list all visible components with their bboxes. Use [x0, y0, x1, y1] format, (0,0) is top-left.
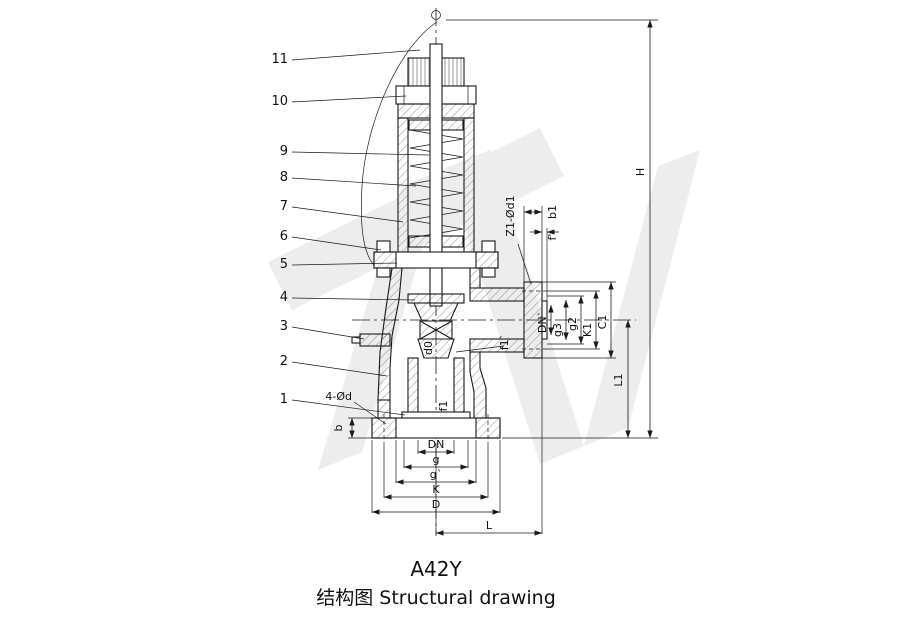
dim-h: H: [634, 168, 647, 176]
dim-f-prime: f': [546, 234, 559, 241]
part-label-5: 5: [280, 257, 288, 272]
disc: [413, 302, 459, 322]
dim-dn: DN: [428, 438, 445, 451]
outlet-wall-bottom: [469, 338, 525, 353]
stud-bolt-right: [481, 240, 496, 253]
part-label-7: 7: [280, 199, 288, 214]
bonnet-wall-right: [463, 117, 475, 253]
model-title: A42Y: [410, 557, 462, 581]
part-label-1: 1: [280, 392, 288, 407]
annotation-lines: [291, 19, 658, 536]
extension-lines: [348, 19, 658, 534]
dim-dn1: DN`: [536, 311, 549, 333]
dim-bolt-holes: 4-Ød: [325, 390, 352, 403]
drawing-title: A42Y 结构图 Structural drawing: [316, 557, 556, 609]
part-label-9: 9: [280, 144, 288, 159]
dim-g-prime: g`: [430, 468, 442, 481]
part-label-10: 10: [271, 94, 288, 109]
dim-f1: f1: [437, 401, 450, 412]
outlet-raised-face: [541, 300, 548, 340]
seal-loop: [431, 10, 441, 20]
disc-holder: [407, 293, 465, 304]
dim-z1-od1: Z1-Ød1: [504, 195, 517, 236]
inlet-bolt-holes: [383, 414, 489, 442]
seal-right: [434, 320, 453, 340]
dim-b: b: [332, 424, 345, 431]
dim-g: g: [433, 453, 440, 466]
part-label-3: 3: [280, 319, 288, 334]
drain-plug: [359, 333, 391, 347]
part-label-11: 11: [271, 52, 288, 67]
dim-l1: L1: [612, 373, 625, 386]
seat: [417, 338, 455, 359]
body-wall-right-lower: [469, 351, 487, 419]
outlet-bolt-holes: [522, 290, 546, 350]
dim-g2: g2: [566, 317, 579, 331]
dim-d0: d0: [422, 341, 435, 355]
small-leaders: [353, 243, 532, 425]
dim-c1: C1: [596, 315, 609, 330]
seal-wire: [361, 21, 438, 271]
inlet-neck-right: [453, 357, 465, 419]
dim-f1-prime: f1`: [498, 334, 511, 350]
dim-k: K: [432, 483, 440, 496]
dim-g3: g3: [551, 323, 564, 337]
part-leader-lines: [291, 49, 430, 416]
part-label-2: 2: [280, 354, 288, 369]
outlet-wall-top: [469, 287, 525, 302]
part-label-6: 6: [280, 229, 288, 244]
dimension-labels: H L1 C1 K1 g2 g3 DN` Z1-Ød1 b1 f' d0 f1`…: [325, 168, 647, 532]
inlet-neck-left: [407, 357, 419, 419]
caption-title: 结构图 Structural drawing: [316, 587, 556, 609]
stud-bolt-left: [376, 240, 391, 253]
dim-d: D: [432, 498, 440, 511]
part-label-4: 4: [280, 290, 288, 305]
part-labels: 11 10 9 8 7 6 5 4 3 2 1: [271, 52, 288, 407]
body-wall-right-upper: [469, 267, 481, 289]
dim-b1: b1: [546, 205, 559, 219]
seal-left: [419, 320, 438, 340]
part-label-8: 8: [280, 170, 288, 185]
dim-k1: K1: [581, 323, 594, 337]
dim-l: L: [486, 519, 493, 532]
valve-section: [351, 8, 636, 536]
spring: [409, 129, 464, 239]
